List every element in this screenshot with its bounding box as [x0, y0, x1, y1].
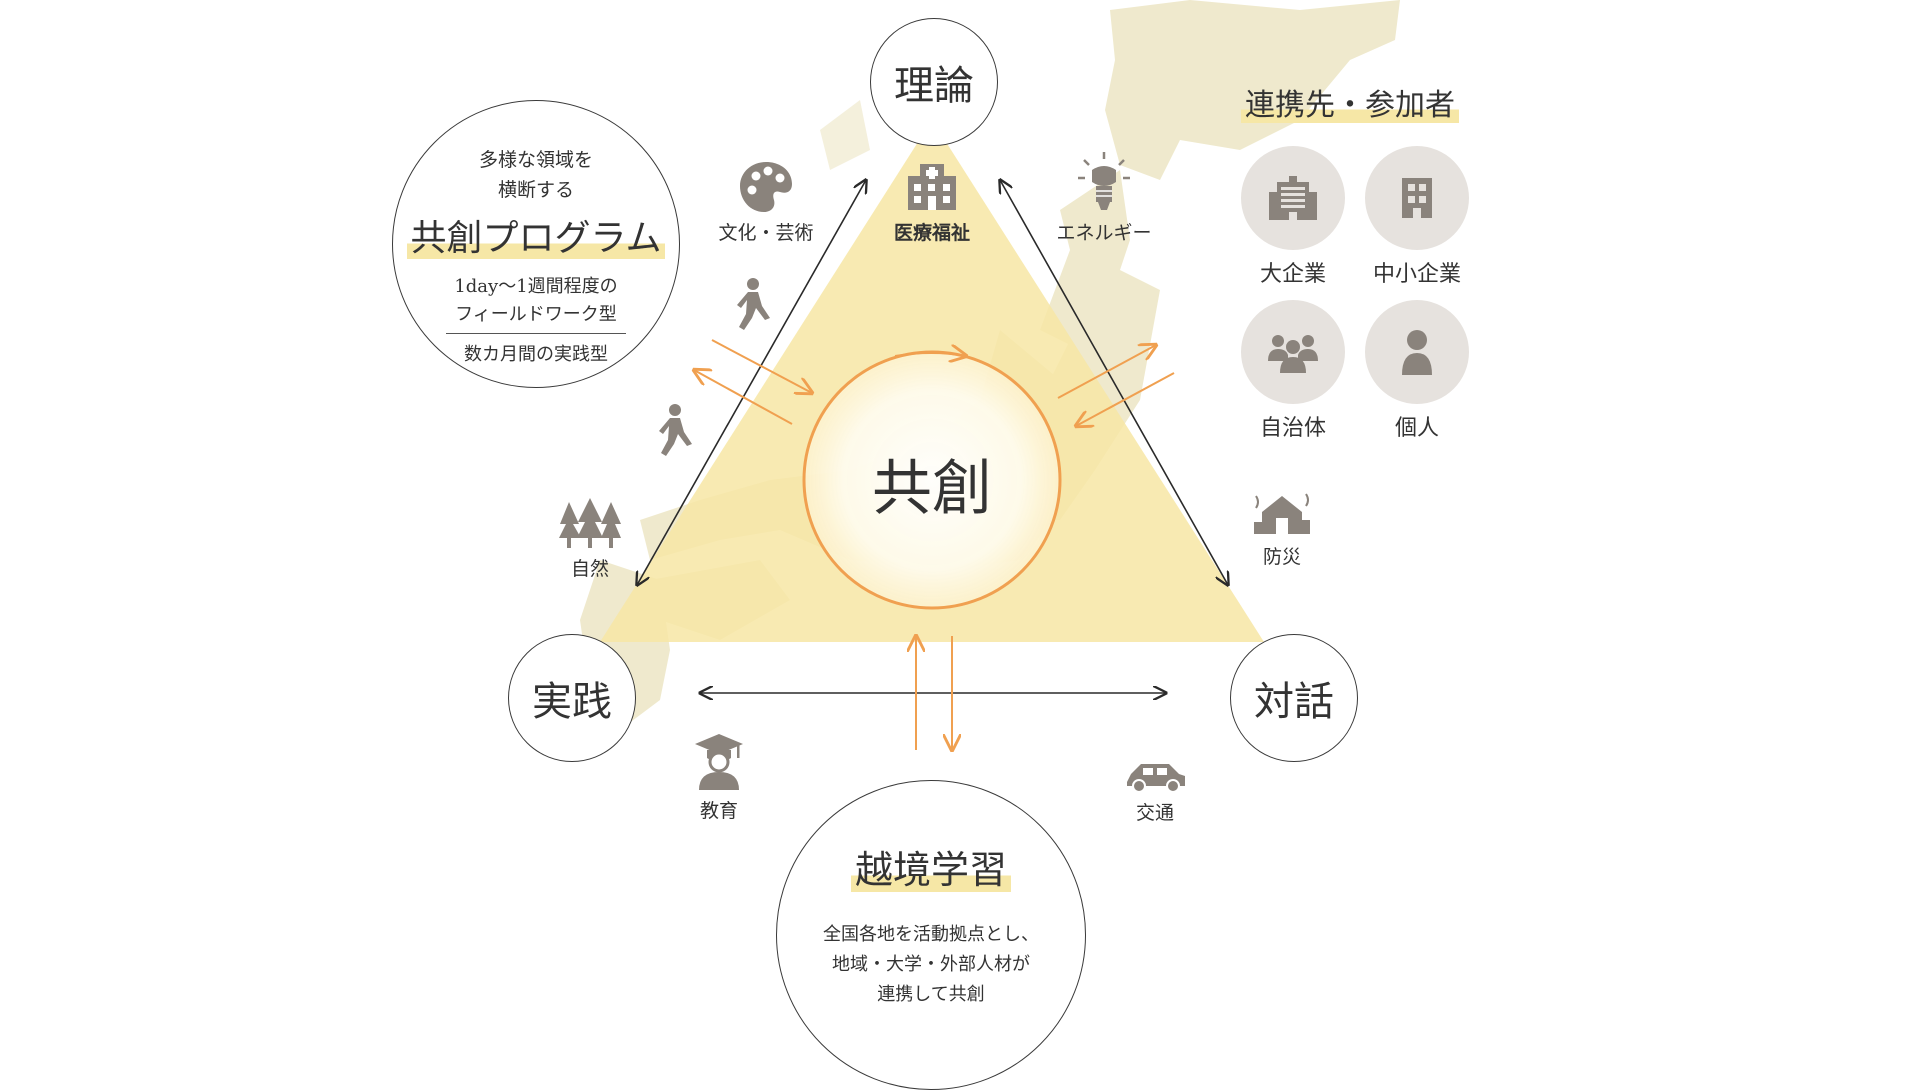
category-energy: エネルギー: [1034, 150, 1174, 245]
partner-municipality: 自治体: [1228, 300, 1358, 442]
category-label-nature: 自然: [570, 558, 609, 580]
partners-heading-wrap: 連携先・参加者: [1230, 80, 1470, 124]
partner-individual: 個人: [1352, 300, 1482, 442]
center-circle: [802, 350, 1062, 610]
small-building-icon: [1402, 178, 1432, 218]
ekkyo-title: 越境学習: [850, 848, 1011, 892]
program-line-1: 1day〜1週間程度の: [454, 276, 618, 297]
category-label-education: 教育: [699, 800, 738, 822]
walking-person-icon: [659, 404, 692, 456]
partner-sme: 中小企業: [1352, 146, 1482, 288]
partners-heading: 連携先・参加者: [1241, 88, 1459, 123]
partner-disc: [1365, 146, 1469, 250]
graduate-icon: [695, 734, 743, 790]
partner-label-large: 大企業: [1259, 262, 1326, 287]
palette-icon: [740, 162, 792, 212]
category-label-energy: エネルギー: [1056, 222, 1152, 244]
category-culture: 文化・芸術: [696, 158, 836, 245]
program-line-3: 数カ月間の実践型: [464, 344, 608, 365]
ekkyo-line-3: 連携して共創: [877, 984, 985, 1005]
category-label-culture: 文化・芸術: [718, 222, 814, 244]
center-cycle-arrow: [894, 353, 966, 356]
category-label-transport: 交通: [1135, 802, 1174, 824]
lightbulb-icon: [1078, 152, 1130, 210]
disaster-house-icon: [1254, 493, 1310, 534]
partner-label-municipality: 自治体: [1259, 416, 1326, 441]
program-title: 共創プログラム: [406, 218, 666, 259]
vertex-theory: 理論: [870, 18, 998, 146]
vertex-practice: 実践: [508, 634, 636, 762]
partner-disc: [1241, 300, 1345, 404]
program-intro-2: 横断する: [497, 179, 574, 201]
person-icon: [1402, 330, 1432, 375]
office-building-icon: [1269, 176, 1317, 220]
partner-label-individual: 個人: [1394, 416, 1439, 441]
program-intro-1: 多様な領域を: [478, 149, 593, 171]
group-icon: [1268, 335, 1318, 373]
walking-person-icon: [737, 278, 770, 330]
program-divider: [446, 333, 626, 334]
ekkyo-line-2: 地域・大学・外部人材が: [832, 954, 1030, 975]
ekkyo-line-1: 全国各地を活動拠点とし、: [823, 924, 1039, 945]
hospital-icon: [908, 164, 956, 210]
program-line-2: フィールドワーク型: [455, 304, 617, 325]
category-label-medical: 医療福祉: [893, 222, 970, 244]
trees-icon: [559, 498, 621, 548]
ekkyo-circle: 越境学習 全国各地を活動拠点とし、 地域・大学・外部人材が 連携して共創: [776, 780, 1086, 1090]
vertex-dialogue: 対話: [1230, 634, 1358, 762]
category-transport: 交通: [1085, 760, 1225, 825]
category-medical: 医療福祉: [862, 158, 1002, 245]
category-label-disaster: 防災: [1262, 546, 1301, 568]
category-nature: 自然: [520, 498, 660, 581]
center-label: 共創: [872, 454, 992, 524]
arrow-top-right: [1000, 180, 1228, 585]
category-disaster-prevention: 防災: [1212, 490, 1352, 569]
arrow-top-left: [637, 180, 866, 585]
category-education: 教育: [649, 730, 789, 823]
partner-label-sme: 中小企業: [1372, 262, 1461, 287]
program-circle: 多様な領域を 横断する 共創プログラム 1day〜1週間程度の フィールドワーク…: [392, 100, 680, 388]
partner-disc: [1241, 146, 1345, 250]
partner-disc: [1365, 300, 1469, 404]
car-icon: [1127, 764, 1185, 793]
partner-large-company: 大企業: [1228, 146, 1358, 288]
